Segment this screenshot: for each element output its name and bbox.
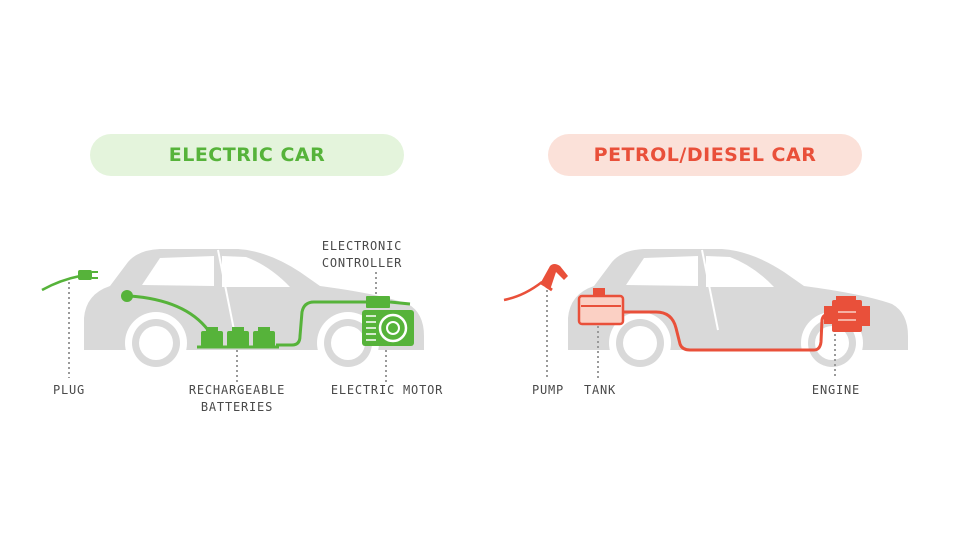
electric-motor-icon	[362, 310, 414, 346]
petrol-leader-lines	[546, 290, 836, 378]
electric-car-diagram	[41, 249, 424, 382]
fuel-pump-nozzle-icon	[503, 264, 568, 302]
electric-wiring	[129, 294, 411, 347]
controller-label-line1: ELECTRONIC	[321, 239, 403, 253]
engine-label: ENGINE	[811, 383, 861, 397]
plug-label: PLUG	[52, 383, 86, 397]
electric-car-panel: ELECTRIC CAR	[41, 134, 444, 416]
electric-motor-label: ELECTRIC MOTOR	[330, 383, 444, 397]
electric-car-title: ELECTRIC CAR	[90, 134, 404, 176]
plug-icon	[41, 270, 98, 292]
controller-label: ELECTRONIC CONTROLLER	[316, 238, 408, 272]
batteries-label-line1: RECHARGEABLE	[188, 383, 286, 397]
electric-leader-lines	[68, 272, 387, 382]
charging-port-icon	[121, 290, 133, 302]
petrol-car-title: PETROL/DIESEL CAR	[548, 134, 862, 176]
fuel-tank-icon	[577, 288, 625, 326]
batteries-label: RECHARGEABLE BATTERIES	[177, 382, 297, 416]
petrol-car-panel: PETROL/DIESEL CAR	[480, 0, 960, 540]
electric-car-body	[84, 249, 424, 374]
controller-label-line2: CONTROLLER	[321, 256, 403, 270]
petrol-car-diagram	[503, 249, 908, 378]
engine-icon	[824, 296, 870, 332]
fuel-line	[623, 310, 840, 352]
tank-label: TANK	[583, 383, 617, 397]
electronic-controller-icon	[366, 296, 390, 308]
rechargeable-batteries-icon	[197, 327, 279, 349]
batteries-label-line2: BATTERIES	[200, 400, 274, 414]
pump-label: PUMP	[531, 383, 565, 397]
